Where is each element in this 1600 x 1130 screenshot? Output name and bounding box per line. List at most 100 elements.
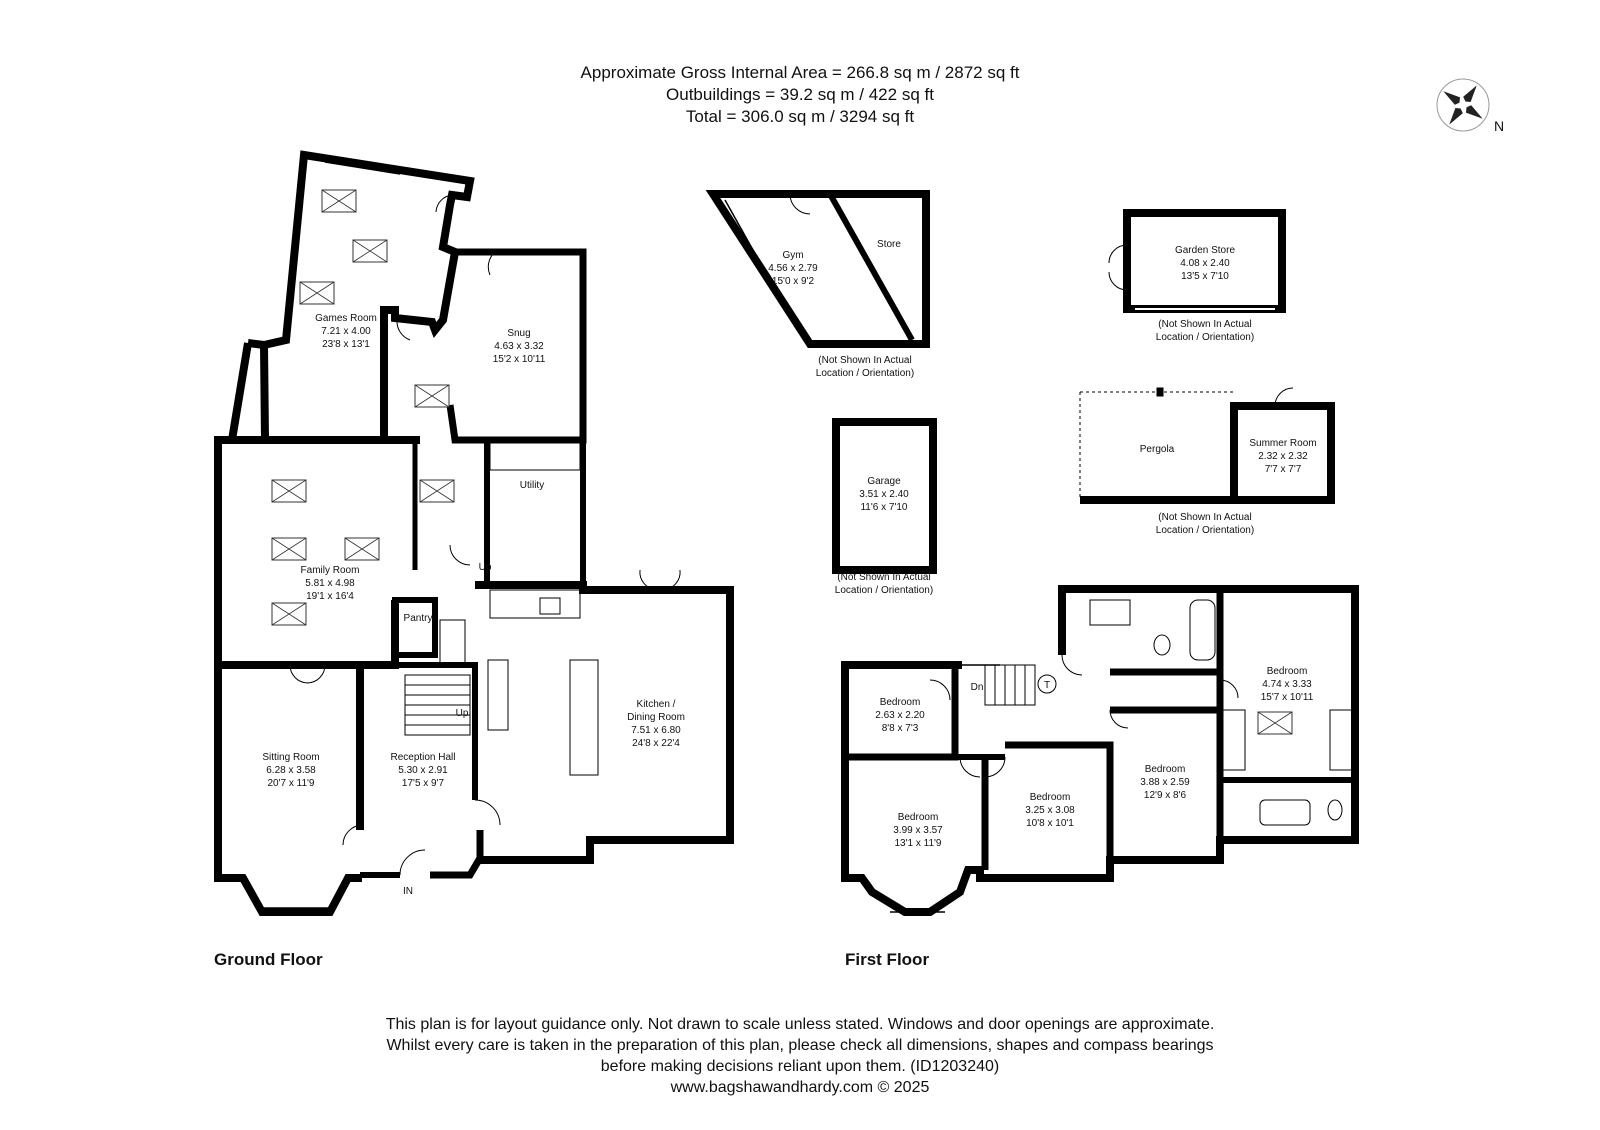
pergola-location-note-2: Location / Orientation) [1156,525,1254,536]
garden-store-location-note: (Not Shown In Actual [1158,319,1251,330]
room-labels: Games Room 7.21 x 4.00 23'8 x 13'1 Snug … [262,239,1316,897]
compass-north-label: N [1494,118,1505,134]
gym-location-note: (Not Shown In Actual [818,355,911,366]
skylight-icon [271,602,307,626]
sitting-room-imperial: 20'7 x 11'9 [267,778,314,789]
first-floor-outline [841,585,1359,916]
disclaimer: This plan is for layout guidance only. N… [0,1014,1600,1098]
bedroom-mid-imperial: 10'8 x 10'1 [1026,818,1074,829]
skylight-icon [299,281,335,305]
garage-name: Garage [867,476,901,487]
disclaimer-line-2: Whilst every care is taken in the prepar… [386,1037,1214,1054]
kitchen-name-2: Dining Room [627,712,685,723]
skylight-icon [352,239,388,263]
garden-store-metric: 4.08 x 2.40 [1180,258,1230,269]
entrance-marker: IN [403,886,413,897]
skylight-icon [271,537,307,561]
bedroom-master-name: Bedroom [1267,666,1308,677]
total-area: Total = 306.0 sq m / 3294 sq ft [685,107,915,126]
summer-room-imperial: 7'7 x 7'7 [1265,464,1302,475]
ground-floor-plan [214,150,734,916]
snug-name: Snug [507,328,530,339]
compass-rose-icon [1436,78,1490,132]
garage-location-note: (Not Shown In Actual [837,572,930,583]
reception-hall-walls [360,662,478,800]
skylight-icon [1257,711,1293,735]
family-room-metric: 5.81 x 4.98 [305,578,355,589]
utility-name: Utility [520,480,544,491]
family-room-imperial: 19'1 x 16'4 [306,591,354,602]
bedroom-front-left-metric: 3.99 x 3.57 [893,825,943,836]
skylight-icon [419,479,455,503]
bedroom-small-metric: 2.63 x 2.20 [875,710,925,721]
bedroom-mid-metric: 3.25 x 3.08 [1025,805,1075,816]
snug-imperial: 15'2 x 10'11 [493,354,546,365]
bedroom-front-left-imperial: 13'1 x 11'9 [894,838,941,849]
family-room-name: Family Room [301,565,360,576]
skylight-icon [414,384,450,408]
sitting-room-walls [214,665,362,916]
area-summary: Approximate Gross Internal Area = 266.8 … [0,62,1600,128]
reception-hall-metric: 5.30 x 2.91 [398,765,448,776]
utility-walls [484,437,586,588]
outbuildings [705,190,1335,574]
bedroom-right-name: Bedroom [1145,764,1186,775]
kitchen-name: Kitchen / [637,699,676,710]
kitchen-walls [475,581,734,864]
summer-room-walls [1230,402,1335,504]
bedroom-mid-name: Bedroom [1030,792,1071,803]
gym-imperial: 15'0 x 9'2 [772,276,815,287]
water-tank-label: T [1044,680,1050,691]
garden-store-location-note-2: Location / Orientation) [1156,332,1254,343]
gym-name: Gym [782,250,803,261]
skylight-icon [321,189,357,213]
pergola-name: Pergola [1140,444,1175,455]
garage-metric: 3.51 x 2.40 [859,489,909,500]
pergola-outline [1079,387,1234,504]
sitting-room-name: Sitting Room [262,752,319,763]
disclaimer-line-1: This plan is for layout guidance only. N… [385,1016,1215,1033]
skylight-icon [344,537,380,561]
bedroom-right-imperial: 12'9 x 8'6 [1144,790,1187,801]
ground-floor-title: Ground Floor [214,950,323,969]
store-name: Store [877,239,901,250]
garden-store-name: Garden Store [1175,245,1235,256]
games-room-imperial: 23'8 x 13'1 [322,339,370,350]
games-room-metric: 7.21 x 4.00 [321,326,371,337]
bedroom-right-metric: 3.88 x 2.59 [1140,777,1190,788]
sitting-room-metric: 6.28 x 3.58 [266,765,316,776]
water-tank-icon [1037,674,1057,694]
stairs-up-marker: Up [479,562,492,573]
skylight-icon [271,479,307,503]
garage-imperial: 11'6 x 7'10 [860,502,907,513]
kitchen-metric: 7.51 x 6.80 [631,725,681,736]
disclaimer-line-3: before making decisions reliant upon the… [600,1058,1000,1075]
snug-metric: 4.63 x 3.32 [494,341,544,352]
stairs-down-marker: Dn [971,682,984,693]
gross-internal-area: Approximate Gross Internal Area = 266.8 … [580,63,1020,82]
pantry-walls [392,597,438,658]
website-copyright: www.bagshawandhardy.com © 2025 [670,1079,930,1096]
garage-location-note-2: Location / Orientation) [835,585,933,596]
garden-store-imperial: 13'5 x 7'10 [1181,271,1229,282]
kitchen-imperial: 24'8 x 22'4 [632,738,680,749]
garage-walls [832,418,937,574]
gym-walls [705,190,930,348]
bedroom-master-imperial: 15'7 x 10'11 [1261,692,1314,703]
games-room-name: Games Room [315,313,377,324]
summer-room-metric: 2.32 x 2.32 [1258,451,1308,462]
pergola-location-note: (Not Shown In Actual [1158,512,1251,523]
first-floor-plan [841,585,1359,916]
reception-hall-name: Reception Hall [390,752,455,763]
gym-metric: 4.56 x 2.79 [768,263,818,274]
reception-hall-imperial: 17'5 x 9'7 [402,778,445,789]
first-floor-title: First Floor [845,950,930,969]
stairs-up-marker: Up [456,708,469,719]
outbuildings-area: Outbuildings = 39.2 sq m / 422 sq ft [666,85,934,104]
gym-location-note-2: Location / Orientation) [816,368,914,379]
pantry-name: Pantry [404,613,433,624]
bedroom-master-metric: 4.74 x 3.33 [1262,679,1312,690]
summer-room-name: Summer Room [1249,438,1316,449]
bedroom-front-left-name: Bedroom [898,812,939,823]
